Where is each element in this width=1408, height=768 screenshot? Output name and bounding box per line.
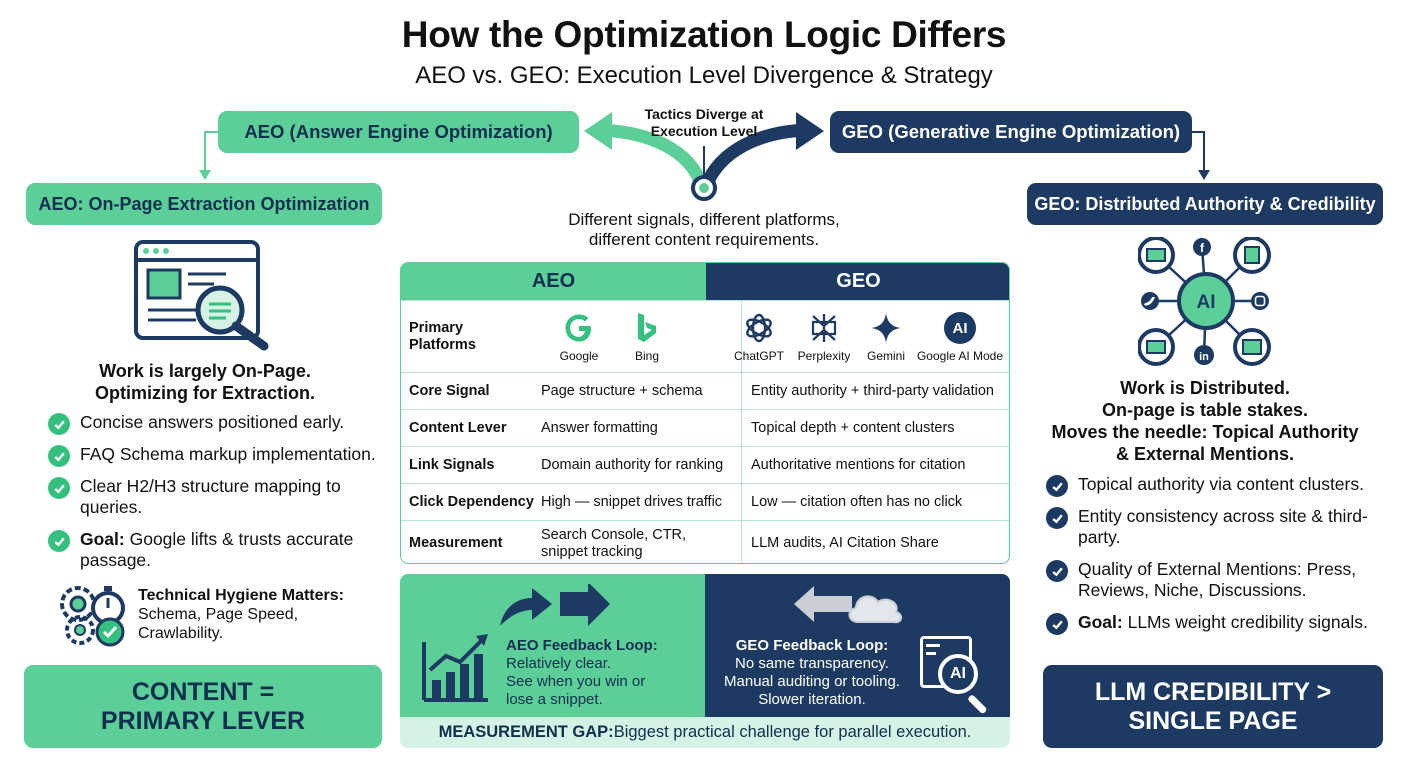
- check-icon: [1046, 560, 1068, 582]
- geo-pill: GEO (Generative Engine Optimization): [830, 111, 1192, 153]
- geo-headline: Work is Distributed. On-page is table st…: [1051, 378, 1359, 464]
- ai-audit-icon: AI: [920, 636, 996, 715]
- growth-chart-icon: [422, 634, 488, 702]
- right-arrow-icon: [560, 584, 610, 626]
- check-icon: [1046, 507, 1068, 529]
- check-icon: [48, 445, 70, 467]
- platform-chatgpt: ChatGPT: [731, 311, 787, 363]
- authority-network-icon: AI f in: [1138, 237, 1271, 366]
- measurement-gap-banner: MEASUREMENT GAP: Biggest practical chall…: [400, 717, 1010, 748]
- geo-feedback-text: GEO Feedback Loop: No same transparency.…: [724, 637, 900, 708]
- svg-text:AI: AI: [1197, 292, 1216, 313]
- table-row: Link Signals Domain authority for rankin…: [401, 446, 1009, 483]
- check-icon: [48, 413, 70, 435]
- page-magnifier-icon: [134, 240, 269, 351]
- linkedin-icon: [1194, 345, 1214, 365]
- check-icon: [1046, 613, 1068, 635]
- credibility-lever-banner: LLM CREDIBILITY > SINGLE PAGE: [1043, 665, 1383, 748]
- aeo-section-title: AEO: On-Page Extraction Optimization: [26, 183, 382, 225]
- list-item: Quality of External Mentions: Press, Rev…: [1046, 559, 1386, 601]
- perplexity-icon: [811, 314, 837, 342]
- svg-text:in: in: [1199, 351, 1209, 363]
- gemini-sparkle-icon: [871, 313, 901, 343]
- page-subtitle: AEO vs. GEO: Execution Level Divergence …: [415, 62, 993, 89]
- gears-stopwatch-icon: [60, 586, 125, 647]
- geo-loop-arrow-cloud: [794, 586, 902, 624]
- list-item: Concise answers positioned early.: [48, 412, 378, 435]
- ai-brain-icon: [1177, 272, 1235, 330]
- table-row: Measurement Search Console, CTR, snippet…: [401, 520, 1009, 563]
- facebook-icon: [1193, 238, 1211, 256]
- check-icon: [48, 530, 70, 552]
- platform-perplexity: Perplexity: [793, 311, 855, 363]
- hygiene-note: Technical Hygiene Matters: Schema, Page …: [138, 587, 344, 642]
- list-item: Clear H2/H3 structure mapping to queries…: [48, 476, 378, 518]
- cloud-icon: [848, 595, 902, 624]
- divergence-note: Different signals, different platforms, …: [568, 210, 840, 249]
- aeo-feedback-text: AEO Feedback Loop: Relatively clear. See…: [506, 637, 658, 708]
- list-item: Entity consistency across site & third-p…: [1046, 506, 1386, 548]
- table-row: Click Dependency High — snippet drives t…: [401, 483, 1009, 520]
- aeo-pill: AEO (Answer Engine Optimization): [218, 111, 579, 153]
- platform-gemini: Gemini: [861, 311, 911, 363]
- list-item: FAQ Schema markup implementation.: [48, 444, 378, 467]
- table-header-aeo: AEO: [401, 263, 706, 300]
- page-title: How the Optimization Logic Differs: [401, 14, 1007, 55]
- platform-google-ai-mode: AI Google AI Mode: [913, 311, 1007, 363]
- table-header-geo: GEO: [706, 263, 1009, 300]
- google-icon: [565, 314, 591, 342]
- content-lever-banner: CONTENT = PRIMARY LEVER: [24, 665, 382, 748]
- platform-bing: Bing: [621, 311, 673, 363]
- geo-bullet-list: Topical authority via content clusters. …: [1046, 474, 1386, 644]
- ai-badge-icon: AI: [944, 312, 976, 344]
- list-item: Goal: LLMs weight credibility signals.: [1046, 612, 1386, 635]
- curved-arrow-icon: [500, 588, 552, 626]
- diverge-label: Tactics Diverge at Execution Level: [644, 106, 764, 139]
- aeo-headline: Work is largely On-Page. Optimizing for …: [94, 361, 315, 403]
- chatgpt-icon: [746, 313, 772, 343]
- aeo-loop-graphics: [422, 584, 610, 702]
- table-row: Content Lever Answer formatting Topical …: [401, 409, 1009, 446]
- aeo-bullet-list: Concise answers positioned early. FAQ Sc…: [48, 412, 378, 582]
- check-icon: [1046, 475, 1068, 497]
- table-row: Core Signal Page structure + schema Enti…: [401, 372, 1009, 409]
- aeo-diverge-arrow: [599, 123, 709, 189]
- list-item: Topical authority via content clusters.: [1046, 474, 1386, 497]
- geo-diverge-arrow: [699, 123, 807, 189]
- check-icon: [48, 477, 70, 499]
- left-arrow-icon: [794, 586, 852, 622]
- bing-icon: [638, 313, 656, 342]
- svg-text:f: f: [1200, 241, 1205, 255]
- platform-google: Google: [553, 311, 605, 363]
- list-item: Goal: Google lifts & trusts accurate pas…: [48, 529, 378, 571]
- geo-section-title: GEO: Distributed Authority & Credibility: [1027, 183, 1383, 225]
- instagram-icon: [1251, 292, 1269, 310]
